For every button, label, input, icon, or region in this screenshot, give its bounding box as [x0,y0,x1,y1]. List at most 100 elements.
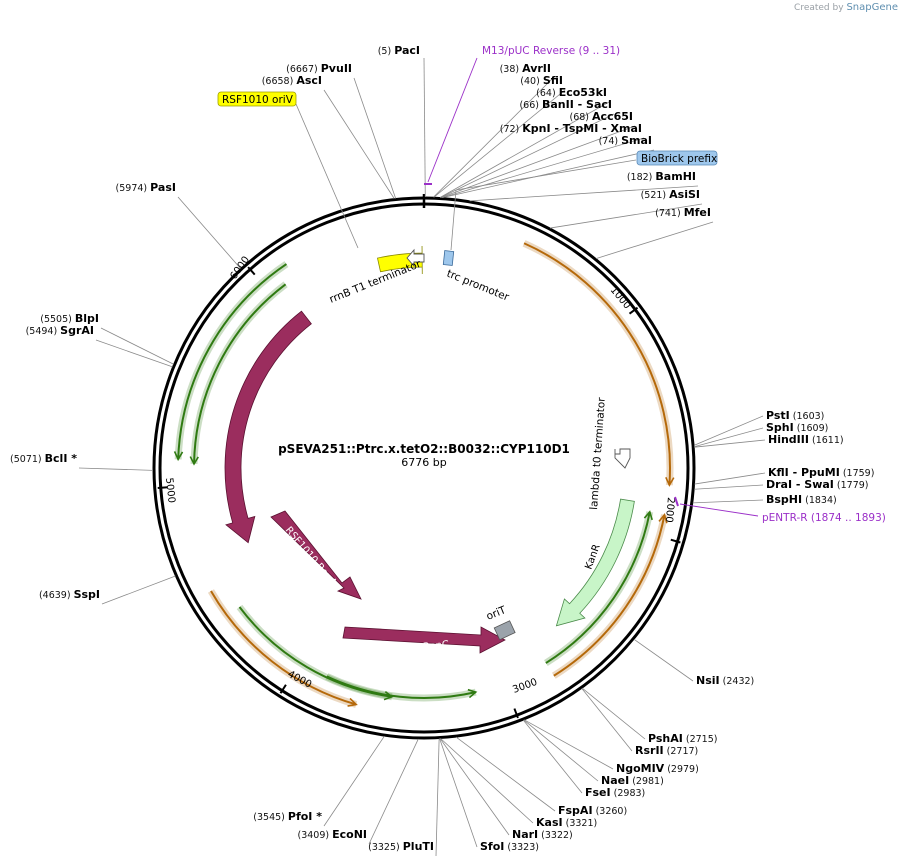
leader-mfei [595,221,714,259]
orf-repa-outer[interactable] [210,590,357,706]
rrnb-terminator-arrow-icon[interactable] [406,248,425,268]
repa-label: RSF1010 RepA [283,525,339,589]
enzyme-naei[interactable]: NaeI (2981) [601,774,664,787]
leader-paci [423,57,426,198]
enzyme-sgrai[interactable]: (5494) SgrAI [26,324,94,337]
enzyme-econi[interactable]: (3409) EcoNI [298,828,368,841]
leader-acc65i [440,125,636,198]
leader-pluti [435,738,440,857]
primer-pentr-leader [679,503,759,517]
tick-5000: 5000 [163,477,177,503]
enzyme-banii[interactable]: (66) BanII - SacI [519,98,612,111]
enzyme-asisi[interactable]: (521) AsiSI [641,188,700,201]
enzyme-sphi[interactable]: SphI (1609) [766,421,828,434]
leader-pvuii [353,77,397,199]
enzyme-pfoi[interactable]: (3545) PfoI * [253,810,322,823]
enzyme-leader-lines [78,57,766,857]
enzyme-sspi[interactable]: (4639) SspI [39,588,100,601]
enzyme-kfli[interactable]: KflI - PpuMI (1759) [768,466,874,479]
enzyme-drai[interactable]: DraI - SwaI (1779) [766,478,869,491]
orf-cyp110d1[interactable] [523,242,671,486]
rrnb-terminator-bar[interactable] [376,246,423,275]
biobrick-label: BioBrick prefix [641,153,717,165]
orf-kanr-inner[interactable] [545,511,651,664]
leader-sgrai [95,339,173,368]
trc-promoter-shape[interactable] [442,250,455,266]
orf-repa-outer-head [347,697,358,707]
pentr-primer-marker[interactable] [674,496,679,507]
leader-nsii [633,638,694,682]
plasmid-name: pSEVA251::Ptrc.x.tetO2::B0032::CYP110D1 [278,442,570,456]
enzyme-bcli[interactable]: (5071) BclI * [10,452,77,465]
orf-kanr-outer-glow [551,514,668,679]
enzyme-nsii[interactable]: NsiI (2432) [696,674,754,687]
leader-psti [693,415,764,446]
enzyme-eco53ki[interactable]: (64) Eco53kI [536,86,607,99]
oriv-label-box[interactable] [217,91,297,107]
leader-sfoi [439,738,478,848]
kanr-arrow[interactable] [555,498,635,627]
enzyme-nari[interactable]: NarI (3322) [512,828,573,841]
enzyme-psti[interactable]: PstI (1603) [766,409,824,422]
enzyme-paci[interactable]: (5) PacI [378,44,420,57]
orf-repc[interactable] [326,675,476,699]
enzyme-pvuii[interactable]: (6667) PvuII [286,62,352,75]
orf-repb-inner-head [189,456,199,466]
leader-kasi [440,738,534,824]
leader-pasi [177,196,241,269]
enzyme-bamhi[interactable]: (182) BamHI [627,170,696,183]
snapgene-credit: Created by SnapGene [794,2,898,13]
biobrick-leader [455,159,637,191]
credit-prefix: Created by [794,3,844,13]
enzyme-sfii[interactable]: (40) SfiI [520,74,563,87]
enzyme-fspai[interactable]: FspAI (3260) [558,804,627,817]
orf-arcs [173,240,675,708]
plasmid-length: 6776 bp [401,456,446,469]
tick-2000: 2000 [663,497,676,523]
leader-rsrii [581,688,633,752]
enzyme-sfoi[interactable]: SfoI (3323) [480,840,539,853]
tick-3000: 3000 [511,677,539,696]
enzyme-pshai[interactable]: PshAI (2715) [648,732,717,745]
rrnb-terminator-label: rrnB T1 terminator [328,258,424,306]
enzyme-blpi[interactable]: (5505) BlpI [40,312,99,325]
leader-drai [694,484,764,490]
repb-arrow[interactable] [224,310,312,544]
orf-kanr-outer-head [658,513,668,524]
leader-naei [523,719,599,782]
lambda-terminator-arrow-icon[interactable] [614,448,631,469]
leader-bcli [78,467,154,471]
orit-shape[interactable] [493,620,516,641]
enzyme-kasi[interactable]: KasI (3321) [536,816,597,829]
enzyme-pasi[interactable]: (5974) PasI [116,181,176,194]
orf-repc-glow [325,673,477,702]
enzyme-avrii[interactable]: (38) AvrII [500,62,551,75]
enzyme-pluti[interactable]: (3325) PluTI [368,840,434,853]
orf-kanr-outer[interactable] [553,514,666,677]
enzyme-ngomiv[interactable]: NgoMIV (2979) [616,762,699,775]
enzyme-rsrii[interactable]: RsrII (2717) [635,744,698,757]
leader-sfii [433,89,566,198]
repa-arrow[interactable] [270,510,362,600]
enzyme-acc65i[interactable]: (68) Acc65I [570,110,634,123]
enzyme-kpni[interactable]: (72) KpnI - TspMI - XmaI [500,122,642,135]
enzyme-fsei[interactable]: FseI (2983) [585,786,645,799]
enzyme-bsphi[interactable]: BspHI (1834) [766,493,837,506]
tick-mark-t5000 [157,486,168,490]
oriv-leader [295,103,359,249]
leader-bsphi [692,499,764,504]
orf-repb-inner[interactable] [193,283,287,465]
biobrick-label-box[interactable] [636,150,718,166]
enzyme-asci[interactable]: (6658) AscI [262,74,322,87]
primer-m13-pucreverse[interactable]: M13/pUC Reverse (9 .. 31) [482,45,620,57]
enzyme-hindiii[interactable]: HindIII (1611) [768,433,844,446]
repc-arrow[interactable] [342,626,506,654]
orf-repb-outer[interactable] [177,263,287,460]
primer-pentr-r[interactable]: pENTR-R (1874 .. 1893) [762,512,886,524]
tick-mark-t4000 [279,684,287,694]
enzyme-mfei[interactable]: (741) MfeI [655,206,711,219]
leader-kfli [694,472,766,485]
leader-smai [442,149,655,199]
enzyme-smai[interactable]: (74) SmaI [599,134,652,147]
